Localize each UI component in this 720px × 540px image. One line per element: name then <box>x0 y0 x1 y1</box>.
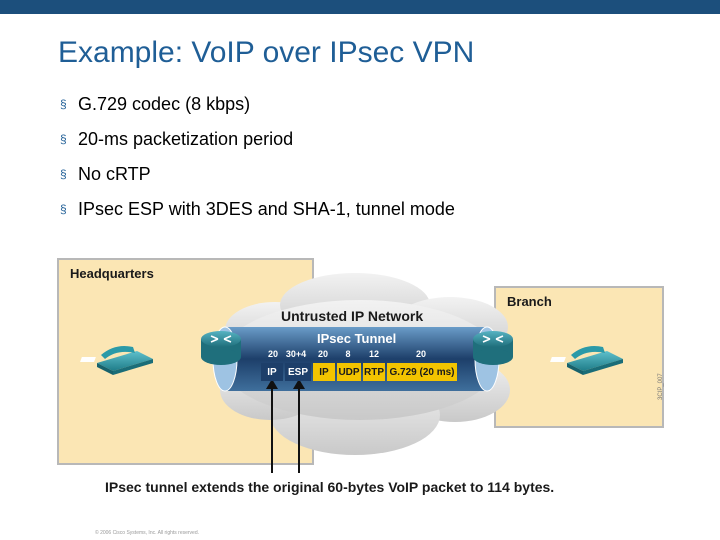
bullet-item: § G.729 codec (8 kbps) <box>60 92 455 127</box>
bullet-marker: § <box>60 97 67 111</box>
side-reference: 3CIP_007 <box>658 373 664 400</box>
packet-field-rtp: RTP <box>363 363 385 381</box>
arrow-icon <box>293 379 305 473</box>
bullet-item: § IPsec ESP with 3DES and SHA-1, tunnel m… <box>60 197 455 232</box>
network-label: Untrusted IP Network <box>281 308 424 324</box>
header-size-label: 12 <box>368 349 379 359</box>
headquarters-label: Headquarters <box>70 266 154 281</box>
vpn-diagram: Headquarters Branch Untrusted IP Network… <box>55 255 680 535</box>
header-size-label: 20 <box>317 349 328 359</box>
packet-field-esp: ESP <box>285 363 311 381</box>
header-size-label: 8 <box>345 349 351 359</box>
branch-box <box>494 286 664 428</box>
copyright-text: © 2006 Cisco Systems, Inc. All rights re… <box>95 530 200 536</box>
bullet-item: § No cRTP <box>60 162 455 197</box>
tunnel-label: IPsec Tunnel <box>317 331 397 346</box>
header-size-label: 30+4 <box>285 349 307 359</box>
bullet-text: No cRTP <box>78 164 151 184</box>
arrow-icon <box>266 379 278 473</box>
diagram-graphics <box>57 258 664 473</box>
packet-field-inner-ip: IP <box>313 363 335 381</box>
packet-field-udp: UDP <box>337 363 361 381</box>
ip-phone-icon <box>80 346 153 375</box>
router-icon <box>201 331 241 365</box>
bullet-marker: § <box>60 202 67 216</box>
bullet-text: IPsec ESP with 3DES and SHA-1, tunnel mo… <box>78 199 455 219</box>
ip-phone-icon <box>550 346 623 375</box>
packet-field-ip: IP <box>261 363 283 381</box>
bullet-list: § G.729 codec (8 kbps) § 20-ms packetizati… <box>60 92 455 232</box>
branch-label: Branch <box>507 294 552 309</box>
bullet-text: 20-ms packetization period <box>78 129 294 149</box>
bullet-item: § 20-ms packetization period <box>60 127 455 162</box>
router-icon <box>473 331 513 365</box>
bullet-marker: § <box>60 132 67 146</box>
header-size-label: 20 <box>415 349 426 359</box>
packet-field-payload: G.729 (20 ms) <box>387 363 457 381</box>
top-bar <box>0 0 720 14</box>
bullet-text: G.729 codec (8 kbps) <box>78 94 251 114</box>
slide-title: Example: VoIP over IPsec VPN <box>58 36 475 69</box>
header-size-label: 20 <box>267 349 278 359</box>
bullet-marker: § <box>60 167 67 181</box>
diagram-caption: IPsec tunnel extends the original 60-byt… <box>105 479 555 495</box>
